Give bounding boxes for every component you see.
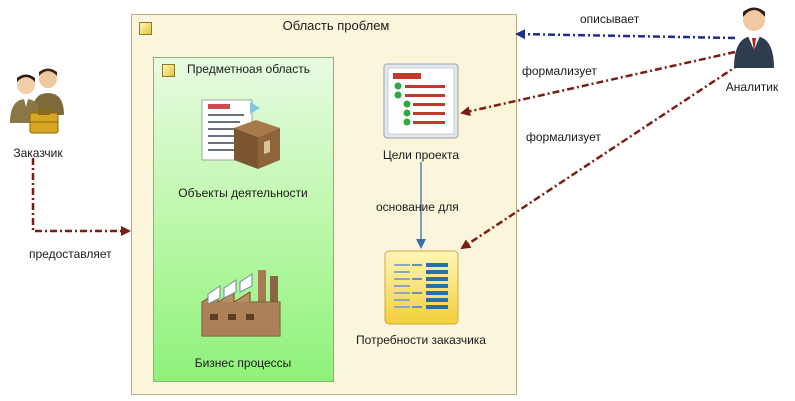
objects-label: Объекты деятельности: [178, 186, 308, 200]
package-icon: [162, 64, 175, 77]
edge-label-formalizes-needs: формализует: [526, 130, 601, 144]
edge-label-describes: описывает: [580, 12, 640, 26]
needs-label: Потребности заказчика: [356, 333, 486, 347]
package-icon: [139, 22, 152, 35]
analyst-label: Аналитик: [725, 80, 779, 94]
edge-label-basis-for: основание для: [376, 200, 459, 214]
subject-area-title: Предметноая область: [187, 62, 310, 76]
processes-label: Бизнес процессы: [194, 356, 292, 370]
goals-label: Цели проекта: [382, 148, 460, 162]
analyst-person-icon[interactable]: [730, 2, 778, 76]
problem-area-title: Область проблем: [282, 18, 390, 33]
customer-label: Заказчик: [13, 146, 63, 160]
edge-provides: [31, 158, 131, 236]
factory-icon[interactable]: [198, 266, 286, 338]
goals-list-icon[interactable]: [383, 63, 459, 139]
needs-table-icon[interactable]: [384, 250, 459, 325]
edge-describes: [515, 29, 736, 40]
edge-label-provides: предоставляет: [29, 247, 112, 261]
edge-formalizes-needs: [460, 62, 741, 250]
edge-formalizes-goals: [460, 50, 736, 117]
objects-document-box-icon[interactable]: [200, 98, 286, 174]
edge-label-formalizes-goals: формализует: [522, 64, 597, 78]
customer-people-icon[interactable]: [4, 65, 74, 137]
